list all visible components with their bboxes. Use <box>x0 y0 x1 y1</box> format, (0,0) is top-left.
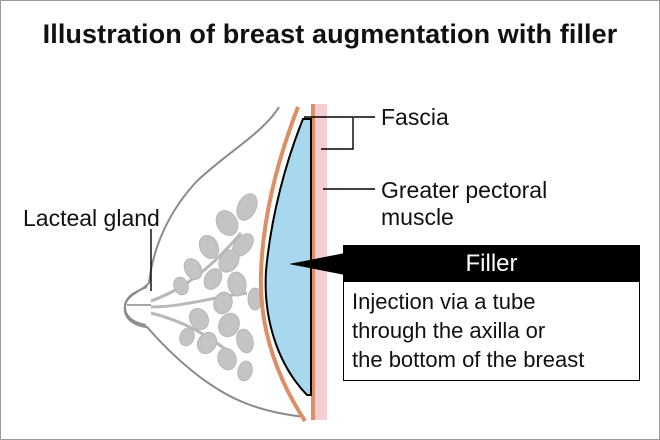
pectoral-muscle-label: Greater pectoral muscle <box>381 177 547 231</box>
fascia-leader-line <box>304 116 354 150</box>
filler-implant <box>264 118 312 396</box>
nipple-shape <box>123 286 148 326</box>
callout-body: Injection via a tube through the axilla … <box>343 282 640 381</box>
callout-pointer <box>289 253 345 275</box>
callout-heading: Filler <box>343 245 640 282</box>
lacteal-gland <box>150 193 263 382</box>
diagram-title: Illustration of breast augmentation with… <box>42 19 618 49</box>
lacteal-gland-label: Lacteal gland <box>23 205 160 231</box>
anterior-fascia-line <box>258 106 307 423</box>
pectoral-label-line-1: Greater pectoral <box>381 177 548 203</box>
callout-line-2: through the axilla or <box>352 318 546 343</box>
callout-line-3: the bottom of the breast <box>352 347 585 372</box>
pectoral-label-line-2: muscle <box>381 204 454 230</box>
filler-callout: Filler Injection via a tube through the … <box>343 245 640 381</box>
callout-line-1: Injection via a tube <box>352 289 536 314</box>
fascia-label: Fascia <box>381 104 449 130</box>
